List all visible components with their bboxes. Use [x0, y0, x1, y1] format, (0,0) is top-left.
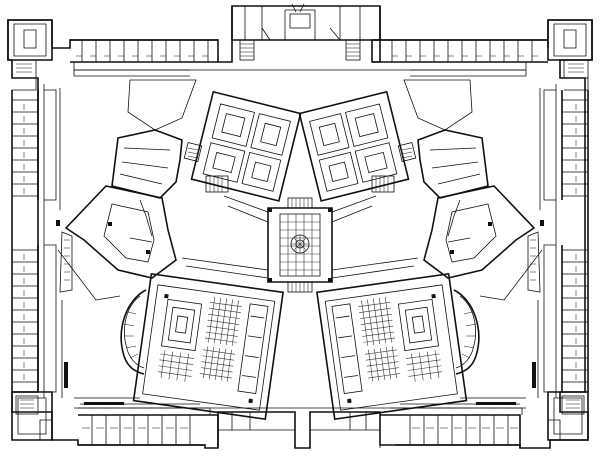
central-hall: [267, 197, 333, 293]
corner-tower-nw: [7, 19, 53, 91]
bottom-left-cell-row: [78, 407, 296, 448]
bottom-right-cell-row: [310, 407, 523, 448]
stairs-left: [183, 142, 229, 193]
stairs-right: [371, 142, 417, 193]
outer-perimeter: [7, 5, 593, 449]
apse-left: [120, 289, 147, 375]
top-right-cell-row: [372, 39, 548, 77]
upper-right-wing: [298, 90, 410, 202]
corner-tower-se: [547, 391, 589, 441]
left-cell-column: [11, 89, 60, 393]
right-cell-column: [540, 89, 589, 393]
auditorium-right: [316, 272, 468, 421]
auditorium-left: [132, 272, 284, 421]
corner-tower-sw: [11, 391, 53, 441]
hall-connectors: [181, 195, 419, 279]
left-diagonal-wing: [57, 79, 197, 301]
top-entry-block: [231, 3, 381, 61]
inner-access-lines: [59, 88, 541, 405]
corner-tower-ne: [547, 19, 593, 91]
right-diagonal-wing: [403, 79, 543, 301]
upper-left-wing: [190, 90, 302, 202]
apse-right: [453, 289, 480, 375]
top-left-cell-row: [70, 39, 218, 77]
